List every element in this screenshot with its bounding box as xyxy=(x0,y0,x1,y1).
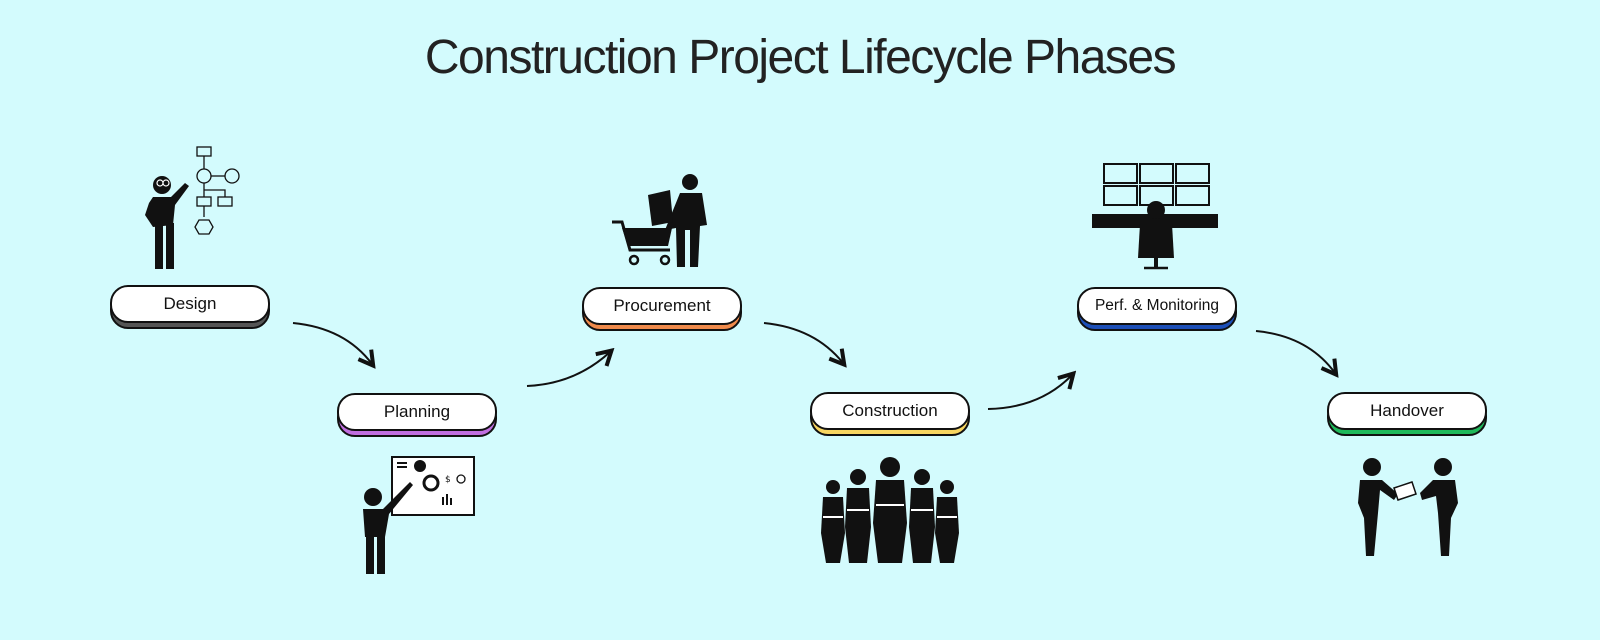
phase-planning: Planning xyxy=(337,393,497,437)
planner-board-icon: $ xyxy=(363,456,475,574)
phase-label: Handover xyxy=(1327,392,1487,430)
svg-text:$: $ xyxy=(445,475,451,485)
shopping-cart-buyer-icon xyxy=(612,174,707,267)
phase-design: Design xyxy=(110,285,270,329)
phase-monitoring: Perf. & Monitoring xyxy=(1077,287,1237,331)
control-room-monitors-icon xyxy=(1092,163,1218,270)
arrow-construction-to-monitoring xyxy=(987,375,1072,410)
phase-label: Perf. & Monitoring xyxy=(1077,287,1237,325)
phase-label: Planning xyxy=(337,393,497,431)
phase-construction: Construction xyxy=(810,392,970,436)
arrow-procurement-to-construction xyxy=(763,322,843,363)
designer-flowchart-icon xyxy=(145,146,240,269)
phase-label: Procurement xyxy=(582,287,742,325)
phase-procurement: Procurement xyxy=(582,287,742,331)
phase-label: Construction xyxy=(810,392,970,430)
handover-document-icon xyxy=(1358,458,1458,556)
arrow-planning-to-procurement xyxy=(526,352,610,387)
diagram-title: Construction Project Lifecycle Phases xyxy=(424,31,1177,84)
phase-label: Design xyxy=(110,285,270,323)
arrow-monitoring-to-handover xyxy=(1255,330,1335,373)
phase-handover: Handover xyxy=(1327,392,1487,436)
construction-workers-icon xyxy=(821,457,959,563)
arrow-design-to-planning xyxy=(292,322,372,364)
